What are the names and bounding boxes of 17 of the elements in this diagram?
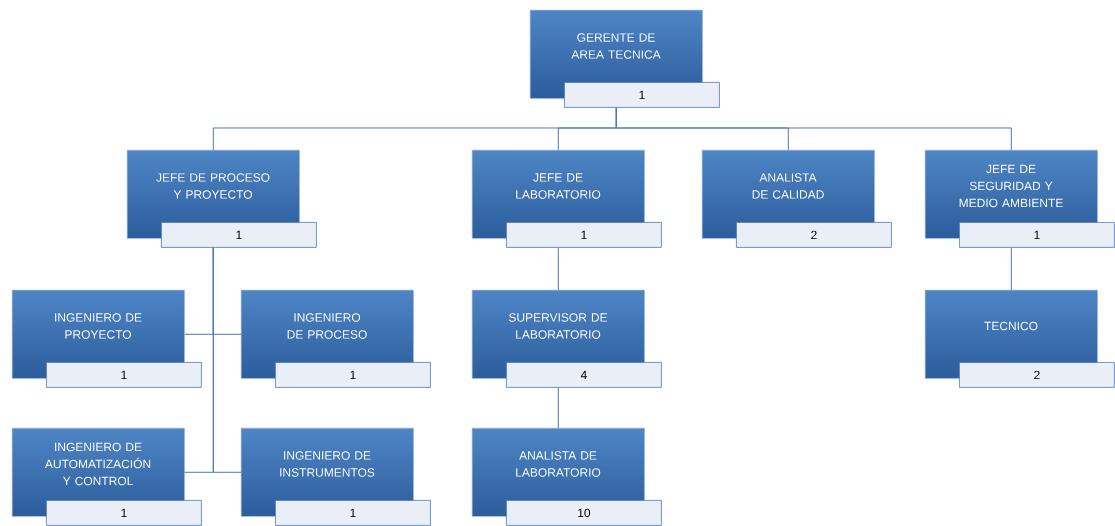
count-box: 2: [959, 362, 1115, 388]
count-box: 1: [275, 500, 431, 526]
count-box: 1: [564, 82, 720, 108]
count-box: 2: [736, 222, 892, 248]
count-box: 1: [506, 222, 662, 248]
connector-line: [557, 247, 559, 291]
count-box: 10: [506, 500, 662, 526]
count-box: 1: [275, 362, 431, 388]
count-box: 1: [46, 362, 202, 388]
connector-line: [557, 387, 559, 429]
connector-line: [615, 107, 1012, 151]
count-box: 1: [46, 500, 202, 526]
connector-line: [212, 247, 242, 473]
count-box: 1: [959, 222, 1115, 248]
connector-line: [1010, 247, 1012, 291]
count-box: 4: [506, 362, 662, 388]
count-box: 1: [161, 222, 317, 248]
